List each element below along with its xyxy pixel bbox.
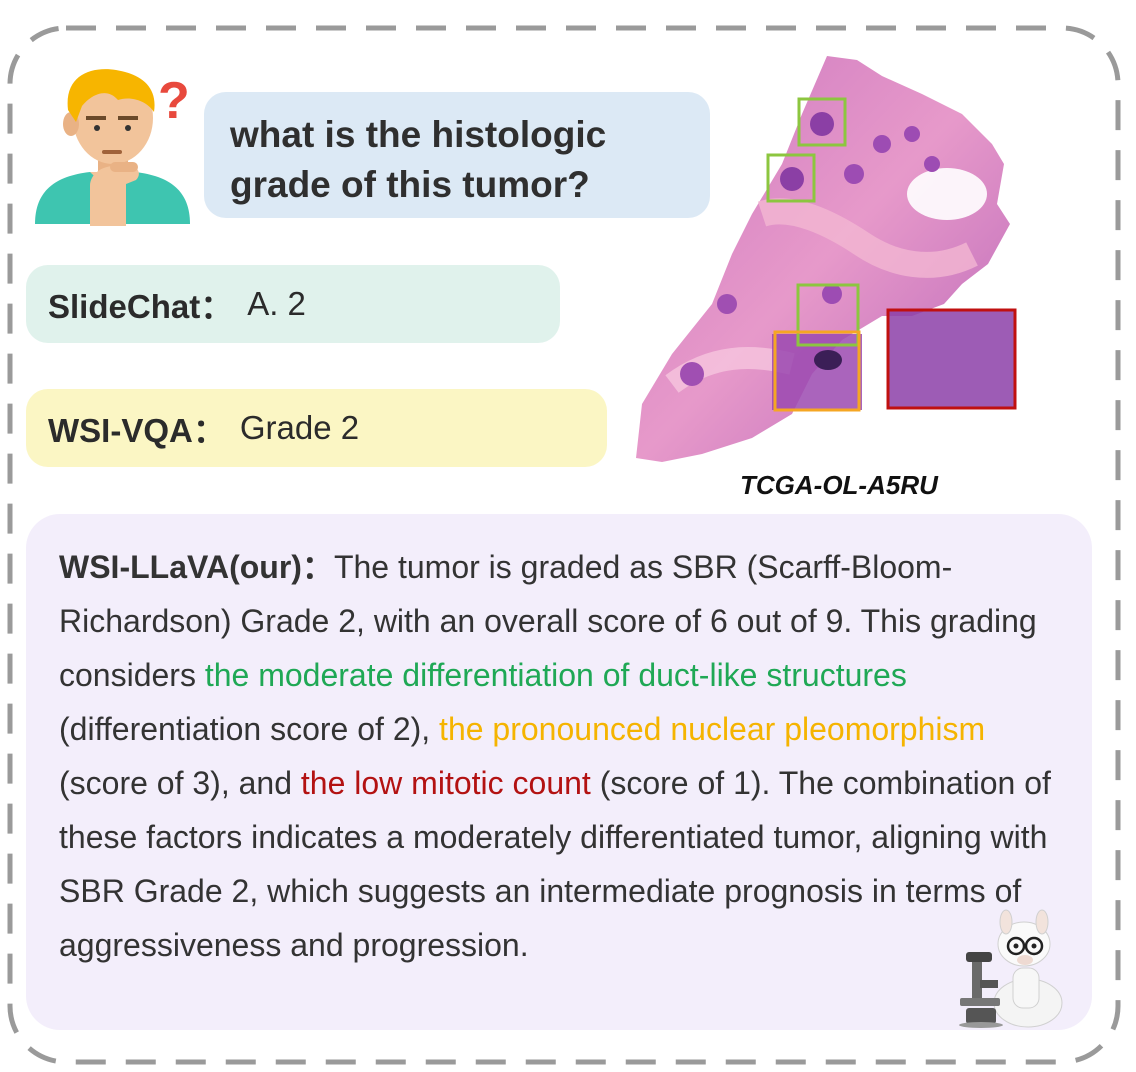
highlight-differentiation: the moderate differentiation of duct-lik… [204, 657, 907, 693]
highlight-pleomorphism: the pronounced nuclear pleomorphism [439, 711, 986, 747]
whole-slide-image [636, 56, 1017, 462]
answer-text-3: (score of 3), and [59, 765, 301, 801]
thinking-person-icon: ? [35, 69, 190, 226]
wsivqa-label: WSI-VQA： [48, 412, 226, 449]
wsi-llava-label: WSI-LLaVA(our)： [59, 549, 334, 585]
slidechat-answer: SlideChat： A. 2 [26, 265, 560, 343]
question-line-2: grade of this tumor? [230, 164, 590, 205]
slidechat-label: SlideChat： [48, 288, 234, 325]
answer-text-1: The tumor is graded as SBR (Scarff-Bloom… [59, 549, 1037, 693]
answer-text-4: (score of 1). The combination of these f… [59, 765, 1051, 963]
wsivqa-answer: WSI-VQA： Grade 2 [26, 389, 607, 467]
svg-text:?: ? [158, 72, 190, 130]
highlight-mitotic-count: the low mitotic count [300, 765, 591, 801]
wsi-llava-answer: WSI-LLaVA(our)：The tumor is graded as SB… [26, 514, 1092, 1030]
wsivqa-answer-text: Grade 2 [239, 409, 360, 446]
answer-text-2: (differentiation score of 2), [59, 711, 440, 747]
slide-id-caption: TCGA-OL-A5RU [740, 470, 938, 500]
slidechat-answer-text: A. 2 [247, 285, 306, 322]
llama-scientist-icon [959, 909, 1063, 1028]
question-bubble: what is the histologic grade of this tum… [204, 92, 710, 218]
question-line-1: what is the histologic [230, 114, 607, 155]
